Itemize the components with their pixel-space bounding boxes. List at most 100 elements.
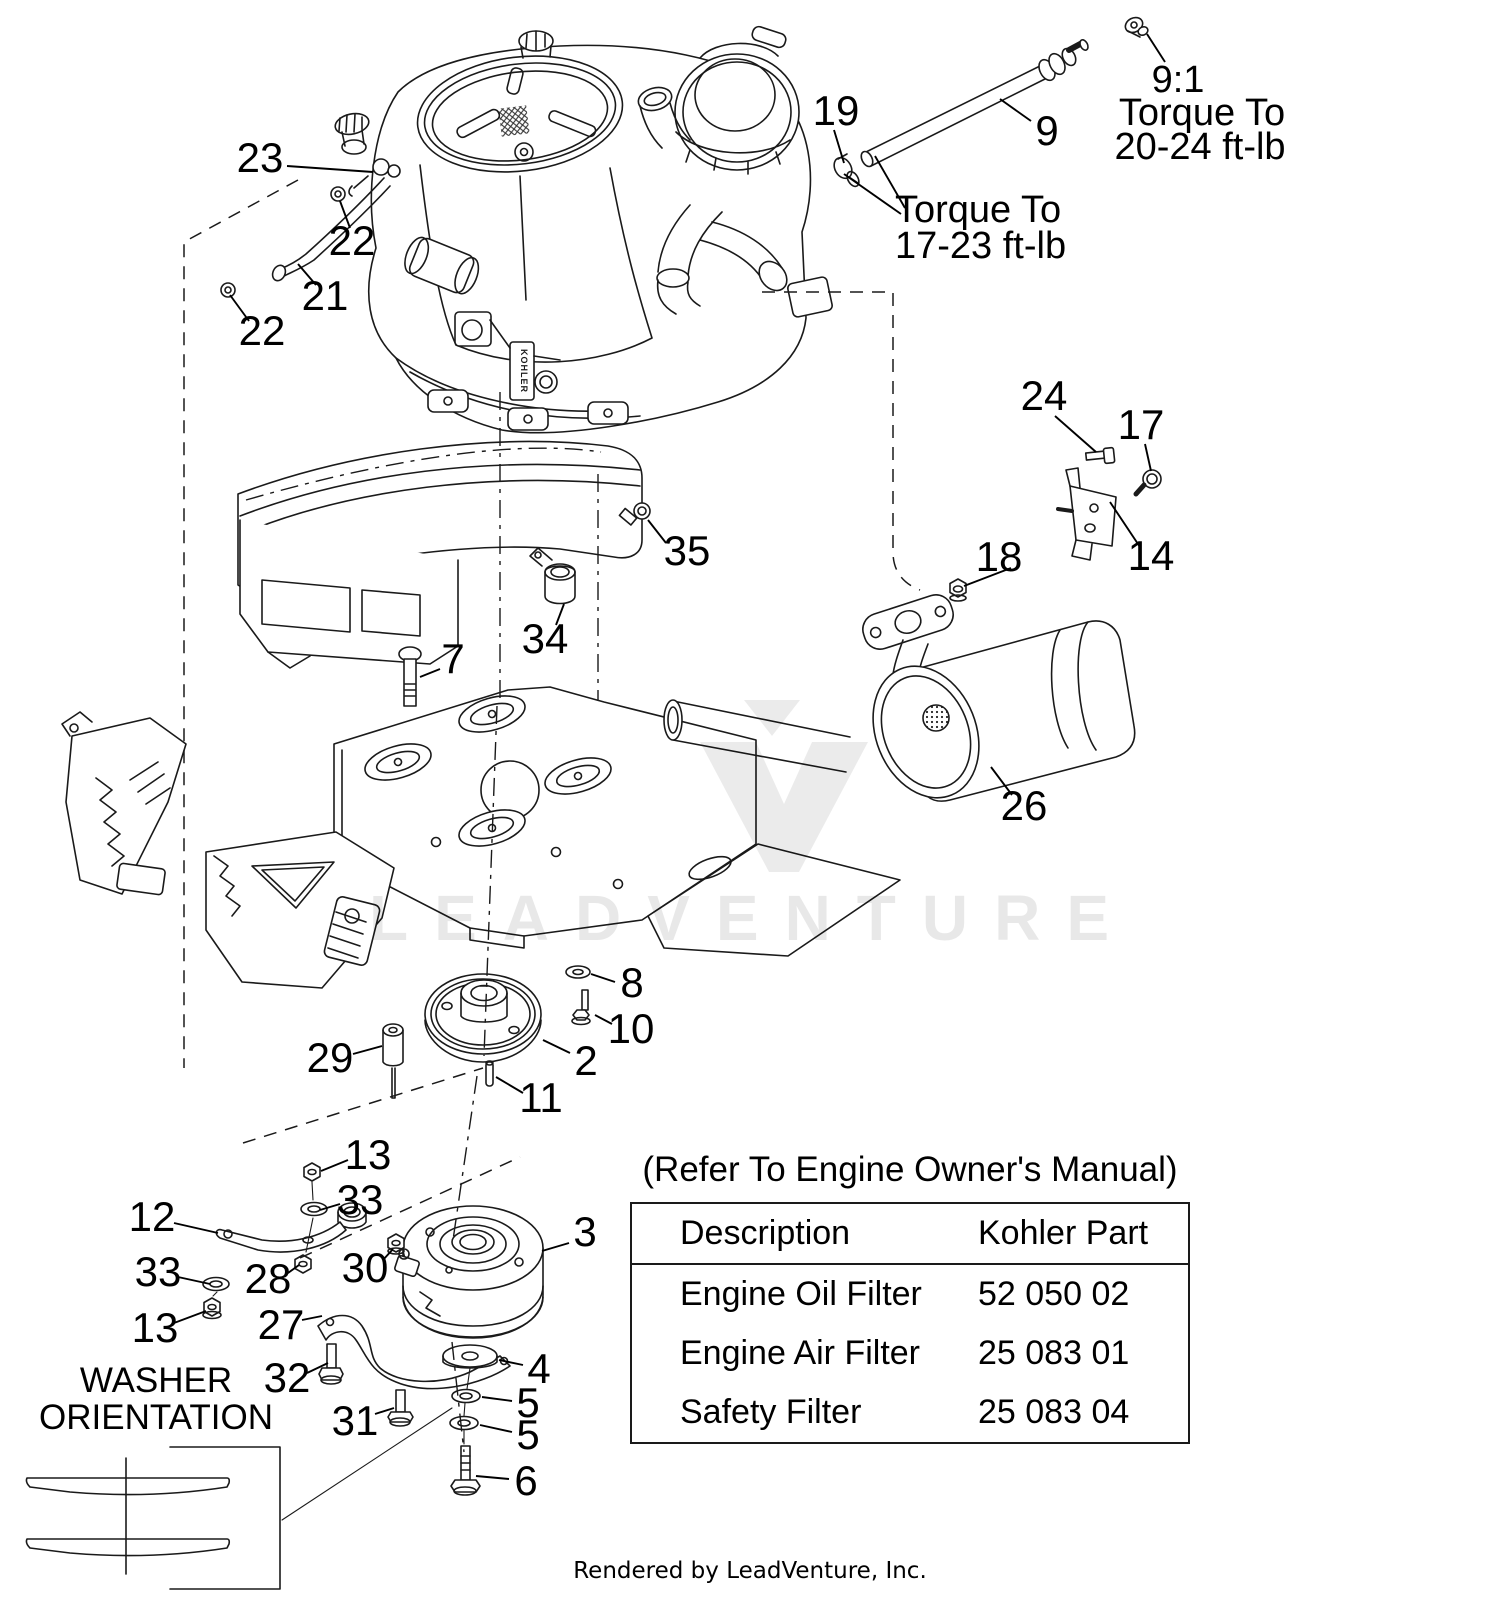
- part-callout-34: 34: [522, 615, 569, 662]
- part-callout-26: 26: [1001, 782, 1048, 829]
- spacer-29: [382, 1023, 404, 1037]
- muffler-inlet-screen: [922, 704, 950, 732]
- column-header-description: Description: [680, 1214, 851, 1252]
- part-description: Safety Filter: [680, 1393, 862, 1431]
- callout-leader-line: [287, 1264, 300, 1274]
- washer-inset-leader-line: [281, 1407, 453, 1521]
- part-callout-5: 5: [516, 1379, 539, 1426]
- clamp-34: [544, 565, 576, 605]
- engine-manual-note: (Refer To Engine Owner's Manual): [642, 1150, 1178, 1189]
- fuel-line-group: [220, 158, 401, 298]
- callout-leader-line: [1109, 501, 1141, 548]
- callout-leader-line: [419, 668, 441, 678]
- belt-guard-brackets: [61, 711, 395, 989]
- kohler-parts-table: Description Kohler Part Engine Oil Filte…: [630, 1202, 1190, 1444]
- part-callout-29: 29: [307, 1034, 354, 1081]
- torque-mid-leader-line-2: [843, 173, 902, 215]
- kohler-decal-plate: [509, 341, 535, 401]
- watermark-text: LEADVENTURE: [369, 882, 1135, 954]
- part-callout-5: 5: [516, 1411, 539, 1458]
- nut-13-upper: [303, 1162, 321, 1182]
- part-callout-24: 24: [1021, 372, 1068, 419]
- washer-33-upper: [300, 1201, 328, 1217]
- part-description: Engine Oil Filter: [680, 1275, 922, 1313]
- part-callout-17: 17: [1118, 401, 1165, 448]
- part-callout-9: 9: [1035, 107, 1058, 154]
- part-number: 52 050 02: [978, 1275, 1130, 1313]
- washer-8: [565, 965, 591, 979]
- render-credit: Rendered by LeadVenture, Inc.: [573, 1558, 927, 1584]
- part-callout-32: 32: [264, 1354, 311, 1401]
- callout-leader-line: [990, 766, 1013, 796]
- washer-4: [442, 1344, 498, 1368]
- callout-leader-line: [481, 1396, 513, 1402]
- engine-assembly-illustration: [334, 25, 833, 434]
- part-callout-31: 31: [332, 1397, 379, 1444]
- starter-motor: [404, 236, 480, 295]
- callout-leader-line: [374, 1407, 395, 1415]
- callout-leader-line: [542, 1039, 571, 1054]
- table-row: Safety Filter 25 083 04: [632, 1383, 1188, 1442]
- electric-clutch-group: [317, 1205, 544, 1427]
- column-header-part: Kohler Part: [978, 1214, 1149, 1252]
- air-cleaner: [674, 53, 800, 171]
- bolt-10: [581, 989, 589, 1011]
- bolt-31: [395, 1389, 406, 1413]
- table-row: Engine Oil Filter 52 050 02: [632, 1265, 1188, 1324]
- torque-mid-line2: 17-23 ft-lb: [895, 225, 1066, 267]
- part-callout-7: 7: [441, 635, 464, 682]
- callout-leader-line: [177, 1276, 211, 1285]
- part-callout-11: 11: [519, 1074, 563, 1121]
- callout-leader-line: [541, 1242, 570, 1252]
- muffler-bracket-14: [1069, 485, 1117, 547]
- part-number: 25 083 04: [978, 1393, 1130, 1431]
- engine-pulley-group: [382, 965, 591, 1099]
- callout-leader-line: [555, 603, 565, 626]
- alignment-dashed-lines: [183, 179, 921, 1453]
- washer-orientation-line2: ORIENTATION: [39, 1398, 273, 1438]
- callout-leader-line: [297, 263, 317, 286]
- callout-leader-line: [833, 129, 845, 164]
- part-callout-14: 14: [1128, 532, 1175, 579]
- clutch-stop-bracket-27: [317, 1314, 511, 1390]
- engine-brand-decal: KOHLER: [519, 349, 529, 393]
- part-callout-27: 27: [258, 1301, 305, 1348]
- part-callout-4: 4: [527, 1345, 550, 1392]
- callout-leader-line: [498, 1359, 524, 1366]
- callout-leader-line: [319, 1203, 341, 1211]
- part-callout-33: 33: [135, 1248, 182, 1295]
- part-callout-35: 35: [664, 527, 711, 574]
- callout-leader-line: [382, 1248, 394, 1261]
- washer-orientation-inset: [25, 1407, 453, 1590]
- part-callout-33: 33: [337, 1176, 384, 1223]
- part-callout-13: 13: [345, 1131, 392, 1178]
- part-callout-2: 2: [574, 1037, 597, 1084]
- callout-leader-line: [339, 200, 351, 229]
- callout-leader-line: [306, 1362, 329, 1374]
- callout-leader-line: [301, 1315, 323, 1321]
- torque-ratio-label: 9:1: [1152, 59, 1205, 101]
- washer-5-upper: [451, 1388, 481, 1404]
- part-callout-3: 3: [573, 1208, 596, 1255]
- muffler-assembly: [663, 446, 1162, 802]
- part-callout-21: 21: [302, 272, 349, 319]
- torque-mid-line1: Torque To: [895, 189, 1061, 231]
- callout-leader-line: [1144, 443, 1152, 472]
- washer-orientation-label: WASHER ORIENTATION: [36, 1362, 276, 1437]
- part-callout-30: 30: [342, 1244, 389, 1291]
- clutch-bolt-stack: [442, 1344, 498, 1496]
- callout-leader-line: [594, 1014, 613, 1025]
- part-number: 25 083 01: [978, 1334, 1130, 1372]
- nut-28: [294, 1254, 312, 1274]
- callout-leader-line: [320, 1159, 349, 1172]
- washer-5-lower: [449, 1415, 479, 1431]
- callout-leader-line: [479, 1424, 513, 1433]
- nut-18: [949, 578, 967, 598]
- leadventure-v-logo: [744, 700, 800, 736]
- pin-11: [485, 1061, 494, 1087]
- part-callout-28: 28: [245, 1255, 292, 1302]
- callout-leader-line: [495, 1076, 524, 1094]
